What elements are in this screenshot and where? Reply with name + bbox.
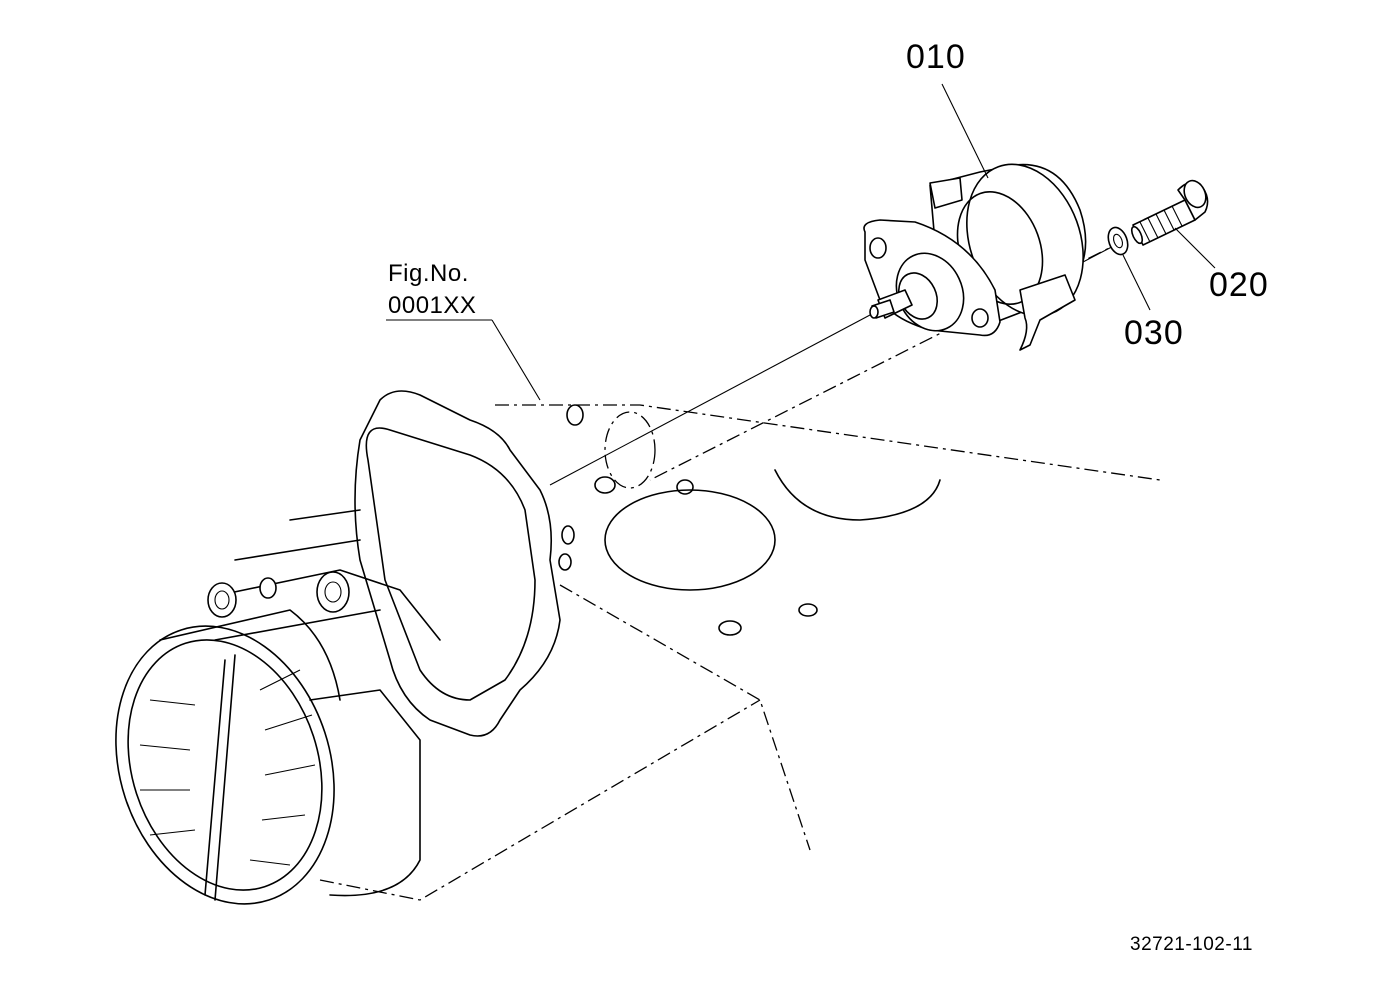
leader-030 — [1122, 254, 1151, 311]
part-030-washer — [1107, 226, 1129, 256]
fan-pulley — [115, 609, 421, 905]
figure-reference-line2: 0001XX — [388, 292, 477, 319]
part-label-030: 030 — [1124, 314, 1184, 352]
leader-020 — [1174, 227, 1216, 269]
leader-lines — [386, 83, 1216, 401]
part-label-010: 010 — [906, 38, 966, 76]
engine-block — [319, 404, 1161, 901]
drawing-code: 32721-102-11 — [1130, 934, 1253, 955]
leader-010 — [941, 83, 989, 179]
gear-case-housing — [207, 390, 561, 737]
leader-fig — [491, 319, 541, 401]
part-020-bolt — [1130, 179, 1209, 246]
figure-reference-line1: Fig.No. — [388, 260, 469, 287]
part-label-020: 020 — [1209, 266, 1269, 304]
part-010-solenoid — [863, 163, 1087, 351]
